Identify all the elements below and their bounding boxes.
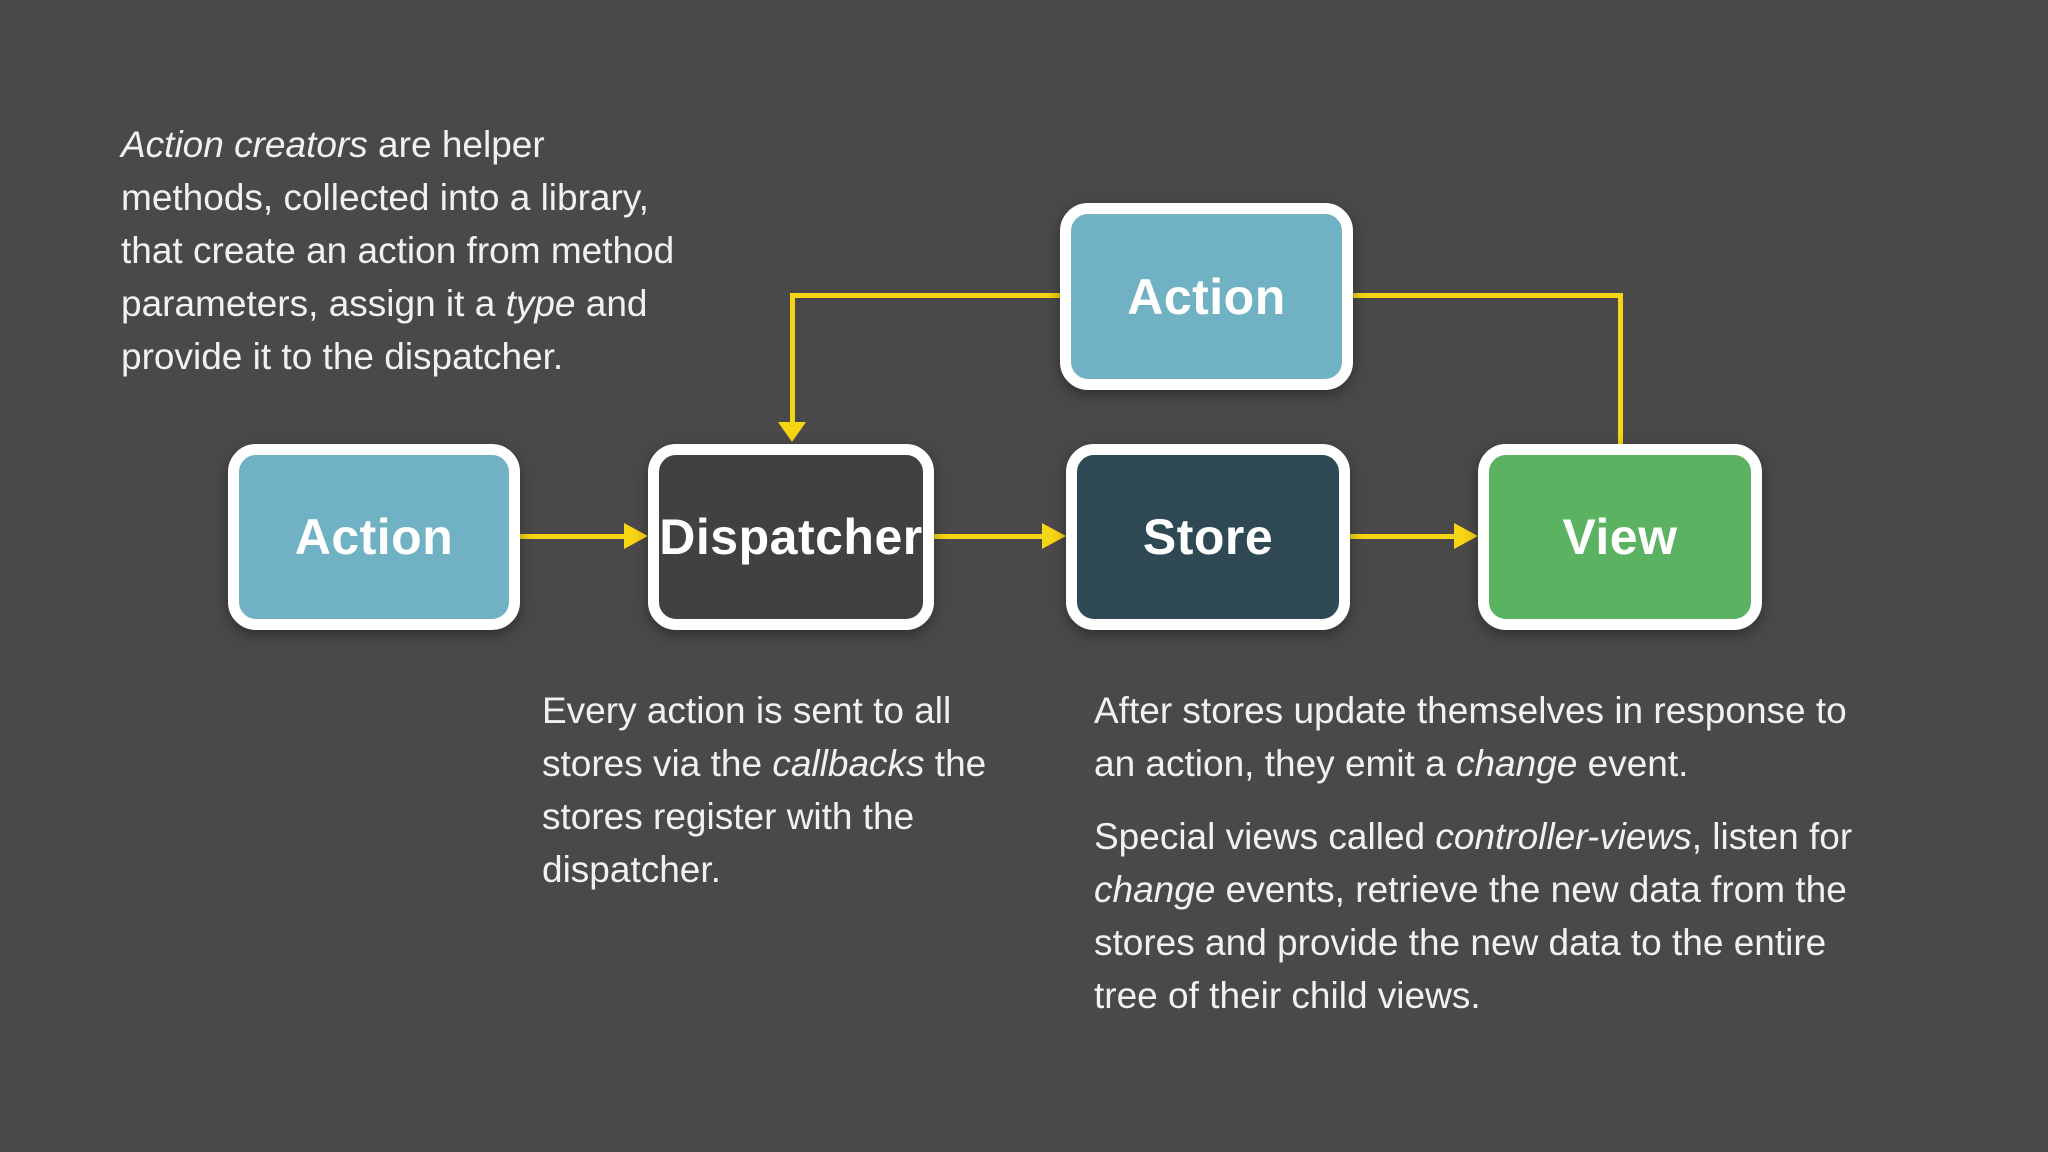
arrowhead-into-store [1042, 523, 1066, 549]
text-segment: After stores update themselves in respon… [1094, 690, 1847, 731]
text-line: provide it to the dispatcher. [121, 330, 674, 383]
arrowhead-into-view [1454, 523, 1478, 549]
text-segment: dispatcher. [542, 849, 721, 890]
text-segment: change [1094, 869, 1216, 910]
node-label: Store [1142, 509, 1274, 565]
text-segment: Special views called [1094, 816, 1436, 857]
text-line: methods, collected into a library, [121, 171, 674, 224]
node-action: Action [228, 444, 520, 630]
text-line: After stores update themselves in respon… [1094, 684, 1852, 737]
text-line: stores via the callbacks the [542, 737, 986, 790]
node-store: Store [1066, 444, 1350, 630]
text-line: that create an action from method [121, 224, 674, 277]
controller-views-paragraph: Special views called controller-views, l… [1094, 810, 1852, 1022]
text-segment: parameters, assign it a [121, 283, 506, 324]
connector-view-to-action-vertical [1618, 293, 1623, 444]
arrow-action-to-dispatcher-line [520, 534, 624, 539]
text-line: Action creators are helper [121, 118, 674, 171]
arrow-store-to-view-line [1350, 534, 1454, 539]
text-segment: stores register with the [542, 796, 915, 837]
text-line: an action, they emit a change event. [1094, 737, 1852, 790]
text-segment: stores and provide the new data to the e… [1094, 922, 1827, 963]
store-view-notes: After stores update themselves in respon… [1094, 684, 1852, 1022]
node-label: Dispatcher [659, 509, 923, 565]
text-segment: and [575, 283, 648, 324]
text-segment: tree of their child views. [1094, 975, 1481, 1016]
dispatcher-note: Every action is sent to all stores via t… [542, 684, 986, 896]
arrowhead-down-into-dispatcher [778, 422, 806, 442]
store-note-paragraph: After stores update themselves in respon… [1094, 684, 1852, 790]
node-label: Action [1127, 268, 1286, 325]
text-line: parameters, assign it a type and [121, 277, 674, 330]
text-segment: are helper [367, 124, 545, 165]
text-segment: stores via the [542, 743, 773, 784]
text-segment: provide it to the dispatcher. [121, 336, 564, 377]
text-segment: events, retrieve the new data from the [1215, 869, 1847, 910]
text-segment: type [505, 283, 576, 324]
text-line: Special views called controller-views, l… [1094, 810, 1852, 863]
text-segment: the [924, 743, 987, 784]
connector-action-top-left-horizontal [790, 293, 1060, 298]
text-line: Every action is sent to all [542, 684, 986, 737]
node-label: Action [294, 509, 454, 565]
text-segment: that create an action from method [121, 230, 675, 271]
node-dispatcher: Dispatcher [648, 444, 934, 630]
text-segment: Every action is sent to all [542, 690, 952, 731]
text-segment: methods, collected into a library, [121, 177, 649, 218]
text-segment: , listen for [1691, 816, 1853, 857]
text-line: stores and provide the new data to the e… [1094, 916, 1852, 969]
text-segment: callbacks [772, 743, 925, 784]
node-view: View [1478, 444, 1762, 630]
arrow-dispatcher-to-store-line [934, 534, 1042, 539]
text-segment: controller-views [1435, 816, 1692, 857]
text-segment: event. [1577, 743, 1689, 784]
text-line: tree of their child views. [1094, 969, 1852, 1022]
action-creators-note: Action creators are helper methods, coll… [121, 118, 674, 383]
connector-action-top-right-horizontal [1353, 293, 1623, 298]
text-segment: an action, they emit a [1094, 743, 1456, 784]
text-segment: Action creators [121, 124, 368, 165]
text-line: stores register with the [542, 790, 986, 843]
node-action-top: Action [1060, 203, 1353, 390]
node-label: View [1562, 509, 1678, 565]
text-line: dispatcher. [542, 843, 986, 896]
connector-action-top-to-dispatcher-vertical [790, 293, 795, 424]
text-segment: change [1455, 743, 1578, 784]
text-line: change events, retrieve the new data fro… [1094, 863, 1852, 916]
arrowhead-into-dispatcher [624, 523, 648, 549]
